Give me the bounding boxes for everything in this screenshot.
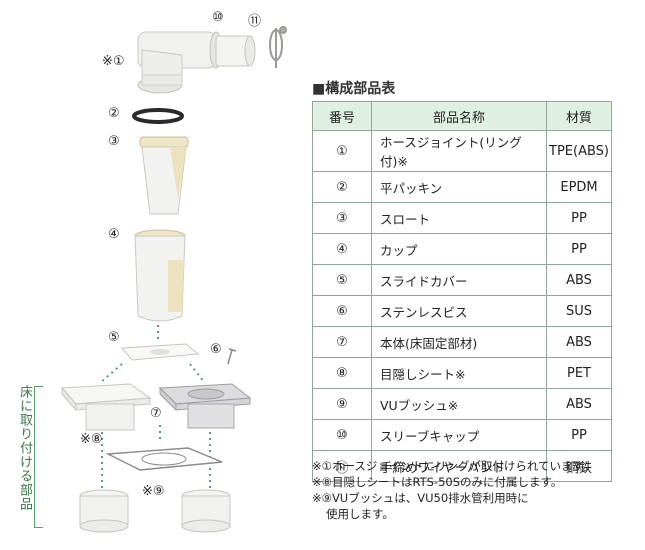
row-number: ⑩ xyxy=(312,419,372,451)
row-material: ABS xyxy=(546,388,612,420)
footnotes: ※①ホースジョイントにリングが取付けられています。 ※⑧目隠しシートはRTS-5… xyxy=(312,458,642,522)
header-material: 材質 xyxy=(546,101,612,131)
footnote-continued: 使用します。 xyxy=(326,507,394,521)
footnote: ※⑧目隠しシートはRTS-50Sのみに付属します。 xyxy=(312,475,563,489)
row-part-name: スリーブキャップ xyxy=(371,419,547,451)
label-wire-band: ⑪ xyxy=(248,14,262,29)
label-blind-sheet: ※⑧ xyxy=(80,432,103,447)
body-clear-part xyxy=(158,383,252,429)
row-material: SUS xyxy=(546,295,612,327)
row-material: TPE(ABS) xyxy=(546,130,612,172)
row-part-name: 手締めワイヤーバンド xyxy=(371,450,547,482)
body-part xyxy=(60,383,152,431)
row-number: ⑥ xyxy=(312,295,372,327)
row-number: ⑧ xyxy=(312,357,372,389)
row-part-name: 目隠しシート※ xyxy=(371,357,547,389)
footnote: ※⑨VUブッシュは、VU50排水管利用時に xyxy=(312,491,529,505)
screw-part xyxy=(227,348,237,365)
label-screw: ⑥ xyxy=(210,342,222,357)
row-part-name: 平パッキン xyxy=(371,171,547,203)
row-part-name: スロート xyxy=(371,202,547,234)
row-material: ABS xyxy=(546,326,612,358)
footnote: ※①ホースジョイントにリングが取付けられています。 xyxy=(312,459,595,473)
row-part-name: ホースジョイント(リング付)※ xyxy=(371,130,547,172)
header-part-name: 部品名称 xyxy=(371,101,547,131)
row-number: ④ xyxy=(312,233,372,265)
row-number: ① xyxy=(312,130,372,172)
row-number: ⑨ xyxy=(312,388,372,420)
row-number: ⑦ xyxy=(312,326,372,358)
row-number: ② xyxy=(312,171,372,203)
header-number: 番号 xyxy=(312,101,372,131)
blind-sheet-part xyxy=(105,447,223,471)
sleeve-cap-part xyxy=(215,35,256,67)
parts-diagram: ※① ② ③ ④ ⑤ ⑥ ⑦ ※⑧ ※⑨ ⑩ ⑪ 床に取り付ける部品 xyxy=(0,0,300,546)
table-header-row: 番号 部品名称 材質 xyxy=(312,101,612,131)
slide-cover-part xyxy=(120,343,200,361)
row-material: EPDM xyxy=(546,171,612,203)
vu-bushing-part xyxy=(79,489,231,533)
row-part-name: ステンレスビス xyxy=(371,295,547,327)
wire-band-part xyxy=(269,26,287,68)
label-slide-cover: ⑤ xyxy=(108,330,120,345)
row-material: PET xyxy=(546,357,612,389)
row-part-name: カップ xyxy=(371,233,547,265)
cup-part xyxy=(134,229,186,322)
row-material: PP xyxy=(546,419,612,451)
row-material: PP xyxy=(546,202,612,234)
row-material: ABS xyxy=(546,264,612,296)
throat-part xyxy=(139,136,189,215)
label-body: ⑦ xyxy=(150,406,162,421)
row-part-name: 本体(床固定部材) xyxy=(371,326,547,358)
section-title: ■構成部品表 xyxy=(312,81,396,97)
label-throat: ③ xyxy=(108,134,120,149)
exploded-view-illustration xyxy=(60,26,287,533)
label-flat-packing: ② xyxy=(108,106,120,121)
row-material: PP xyxy=(546,233,612,265)
flat-packing-part xyxy=(132,108,184,124)
hose-joint-part xyxy=(137,31,223,94)
label-vu-bushing: ※⑨ xyxy=(142,484,165,499)
row-number: ⑪ xyxy=(312,450,372,482)
floor-parts-label: 床に取り付ける部品 xyxy=(17,385,32,511)
label-sleeve-cap: ⑩ xyxy=(212,10,224,25)
label-cup: ④ xyxy=(108,227,120,242)
label-hose-joint: ※① xyxy=(102,54,125,69)
row-number: ③ xyxy=(312,202,372,234)
row-number: ⑤ xyxy=(312,264,372,296)
row-part-name: スライドカバー xyxy=(371,264,547,296)
row-part-name: VUブッシュ※ xyxy=(371,388,547,420)
row-material: 鋼鉄 xyxy=(546,450,612,482)
floor-parts-bracket xyxy=(34,386,43,528)
